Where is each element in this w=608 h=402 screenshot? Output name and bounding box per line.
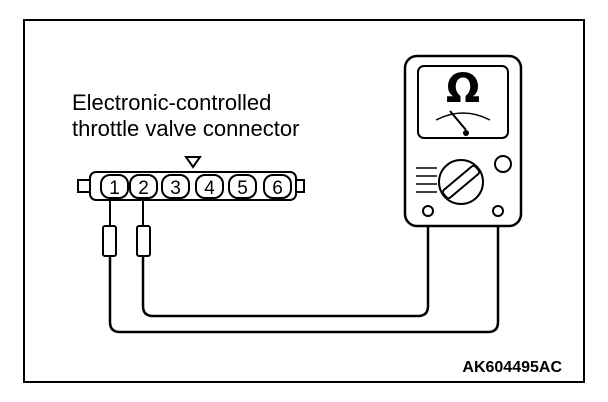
selector-dial [416,155,512,205]
meter-terminal-left [422,205,434,217]
connector-pin-5: 5 [228,174,257,199]
connector-label-line2: throttle valve connector [72,116,299,141]
connector-pin-2: 2 [129,174,158,199]
probe-lead-pin-1 [102,198,500,334]
pin-number: 3 [170,178,181,199]
connector-pin-6: 6 [263,174,292,199]
pin-number: 1 [109,178,120,199]
connector-pin-1: 1 [100,174,129,199]
probe-lead-pin-2 [136,198,430,318]
figure-code: AK604495AC [462,359,562,376]
pin-number: 4 [204,178,215,199]
pin-number: 2 [138,178,149,199]
meter-terminal-right [492,205,504,217]
triangle-key-icon [184,156,202,169]
pin-number: 6 [272,178,283,199]
connector-label-line1: Electronic-controlled [72,90,271,115]
connector-pin-3: 3 [161,174,190,199]
pin-number: 5 [237,178,248,199]
ohm-symbol: Ω [446,66,480,112]
connector-pin-4: 4 [195,174,224,199]
ohmmeter-icon: Ω [403,54,523,228]
throttle-valve-connector: 1 2 3 4 5 6 [77,171,305,201]
